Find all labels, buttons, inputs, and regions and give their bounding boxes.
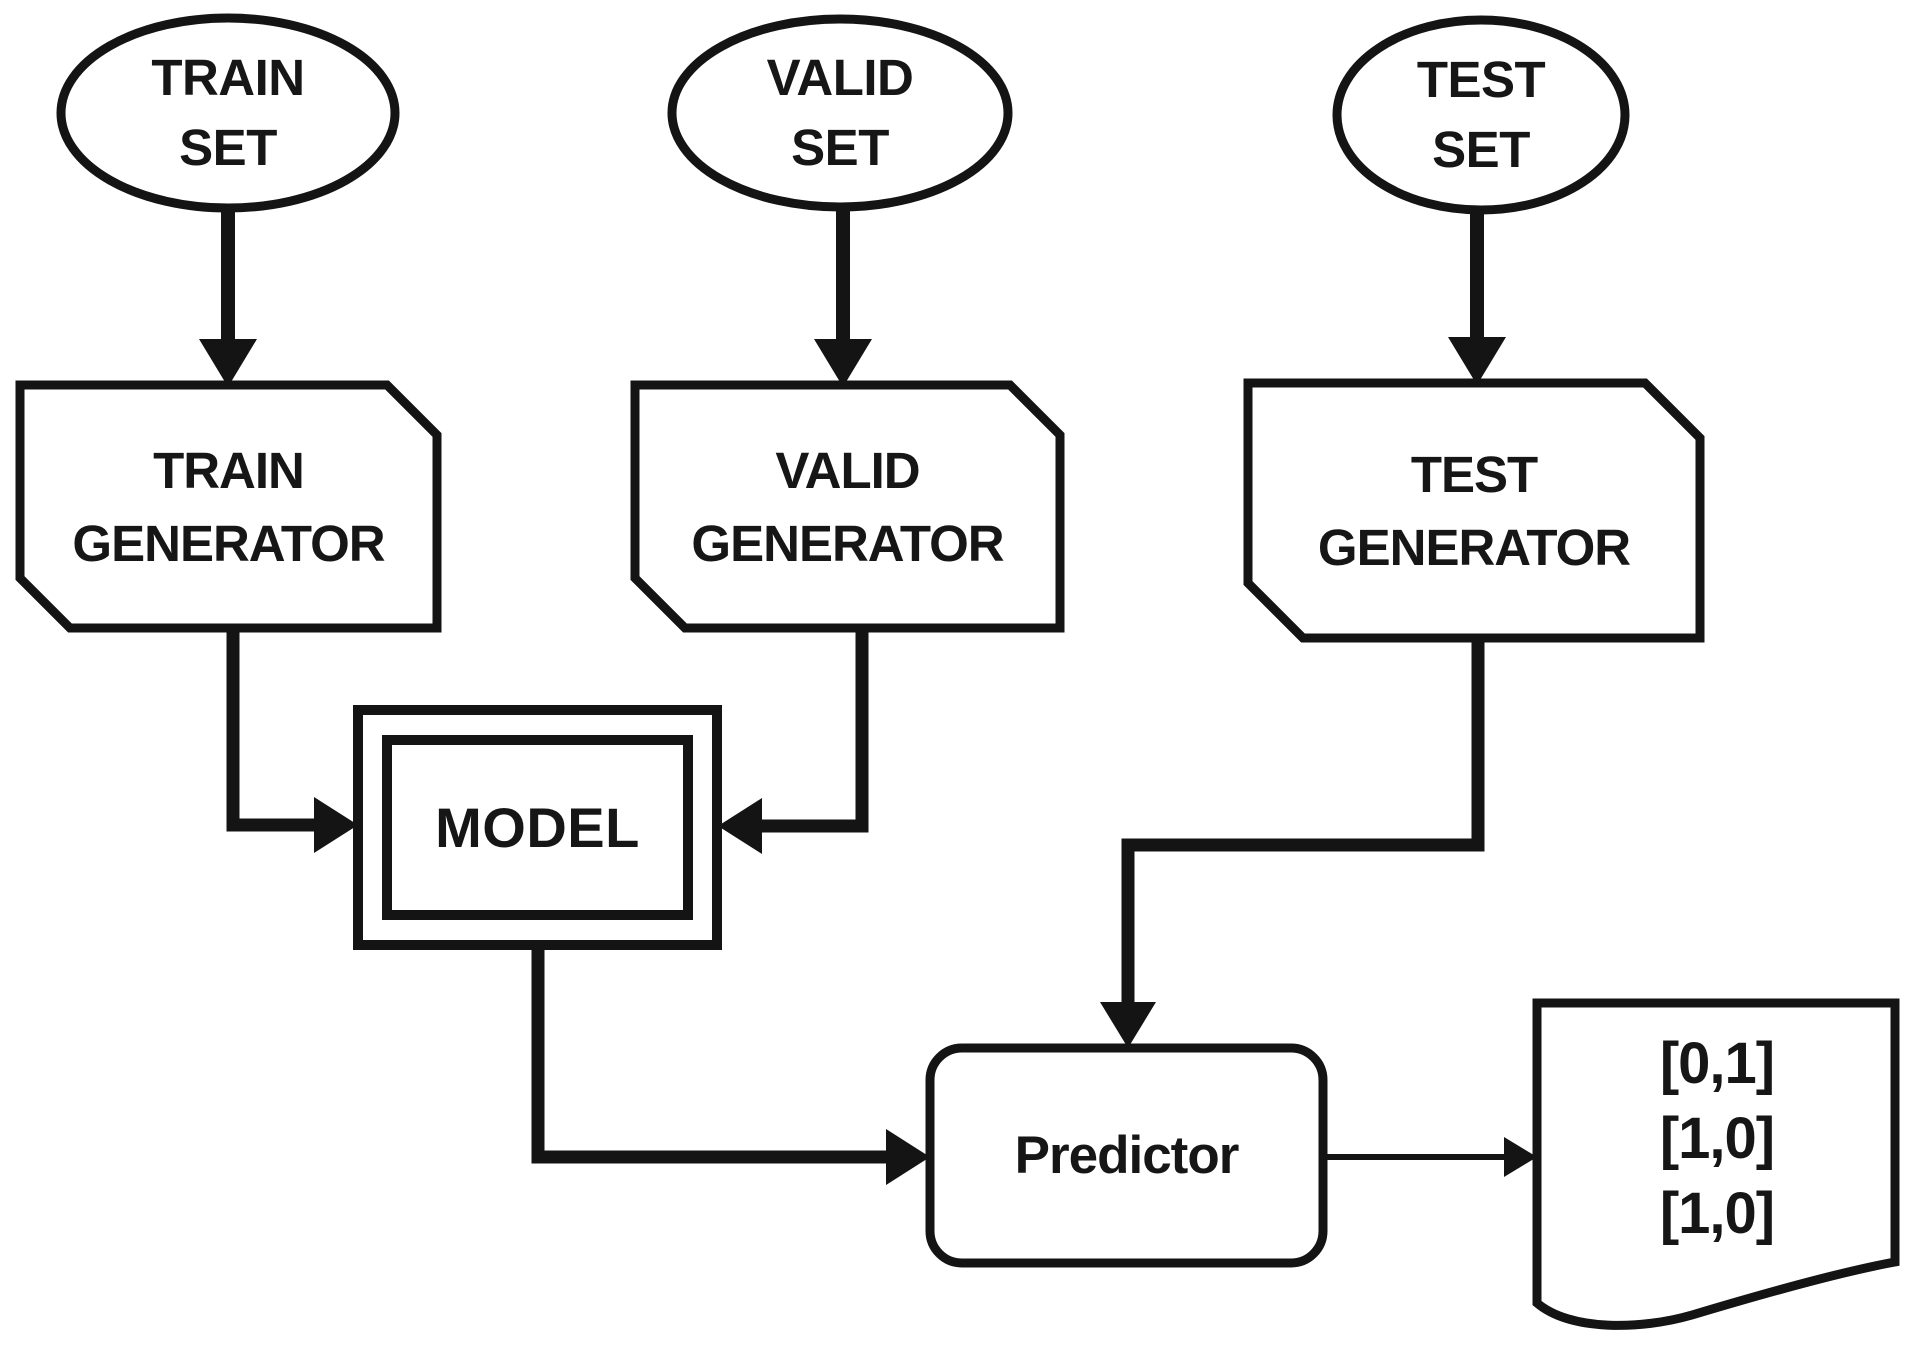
- edge-testset-to-testgenerator-arrow: [1448, 210, 1506, 385]
- test-set-ellipse: [1332, 15, 1630, 215]
- model-inner-box: [382, 735, 693, 920]
- edge-traingenerator-to-model-arrow: [226, 628, 358, 853]
- test-generator-card: [1243, 378, 1705, 643]
- edge-predictor-to-output-arrow: [1323, 1137, 1537, 1177]
- edge-testgenerator-to-predictor-arrow: [1100, 638, 1485, 1048]
- model-outer-box: [353, 705, 722, 950]
- edge-validgenerator-to-model-arrow: [718, 628, 869, 854]
- edge-model-to-predictor-arrow: [531, 945, 930, 1185]
- valid-set-ellipse: [667, 14, 1013, 212]
- edge-validset-to-validgenerator-arrow: [814, 206, 872, 387]
- valid-generator-card: [630, 380, 1065, 633]
- train-set-ellipse: [56, 13, 400, 213]
- train-generator-card: [15, 380, 442, 633]
- edge-trainset-to-traingenerator-arrow: [199, 206, 257, 387]
- output-document-shape: [1532, 998, 1900, 1330]
- predictor-box: [925, 1043, 1328, 1268]
